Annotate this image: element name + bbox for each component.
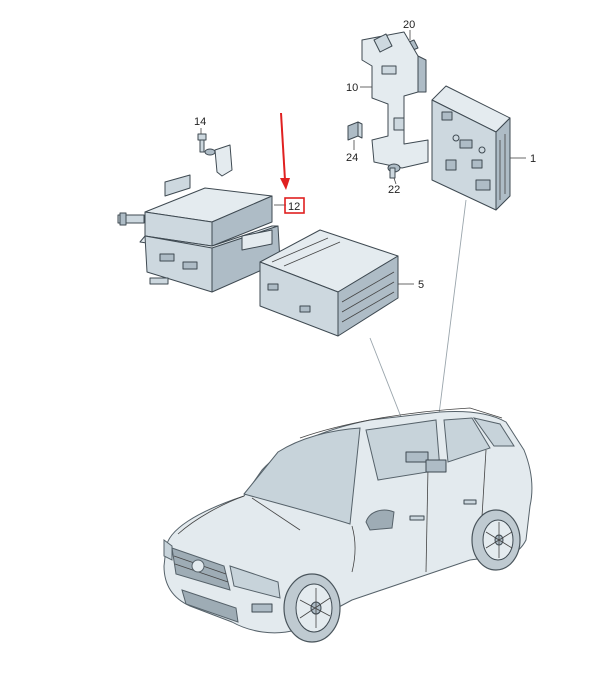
leader-lines	[200, 30, 526, 285]
part-12-bracket	[117, 144, 281, 293]
callout-labels: 1 5 10 12 14 20 22 24	[194, 19, 536, 291]
part-5-main-unit	[259, 229, 399, 337]
red-highlight-box	[284, 197, 305, 214]
callout-1: 1	[530, 153, 536, 165]
part-24-clip	[347, 121, 363, 141]
callout-5: 5	[418, 279, 424, 291]
red-arrow-shaft	[280, 112, 286, 181]
part-10-holder	[361, 31, 429, 169]
part-1-control-module	[431, 85, 511, 211]
callout-20: 20	[403, 19, 415, 31]
callout-14: 14	[194, 116, 206, 128]
highlight-annotation	[280, 112, 305, 214]
part-14-screw	[197, 133, 216, 156]
callout-10: 10	[346, 82, 358, 94]
callout-24: 24	[346, 152, 358, 164]
part-22-screw	[387, 163, 401, 179]
red-arrow-head-icon	[280, 178, 290, 190]
vehicle-suv	[163, 407, 533, 643]
callout-22: 22	[388, 184, 400, 196]
callout-12: 12	[288, 201, 300, 213]
